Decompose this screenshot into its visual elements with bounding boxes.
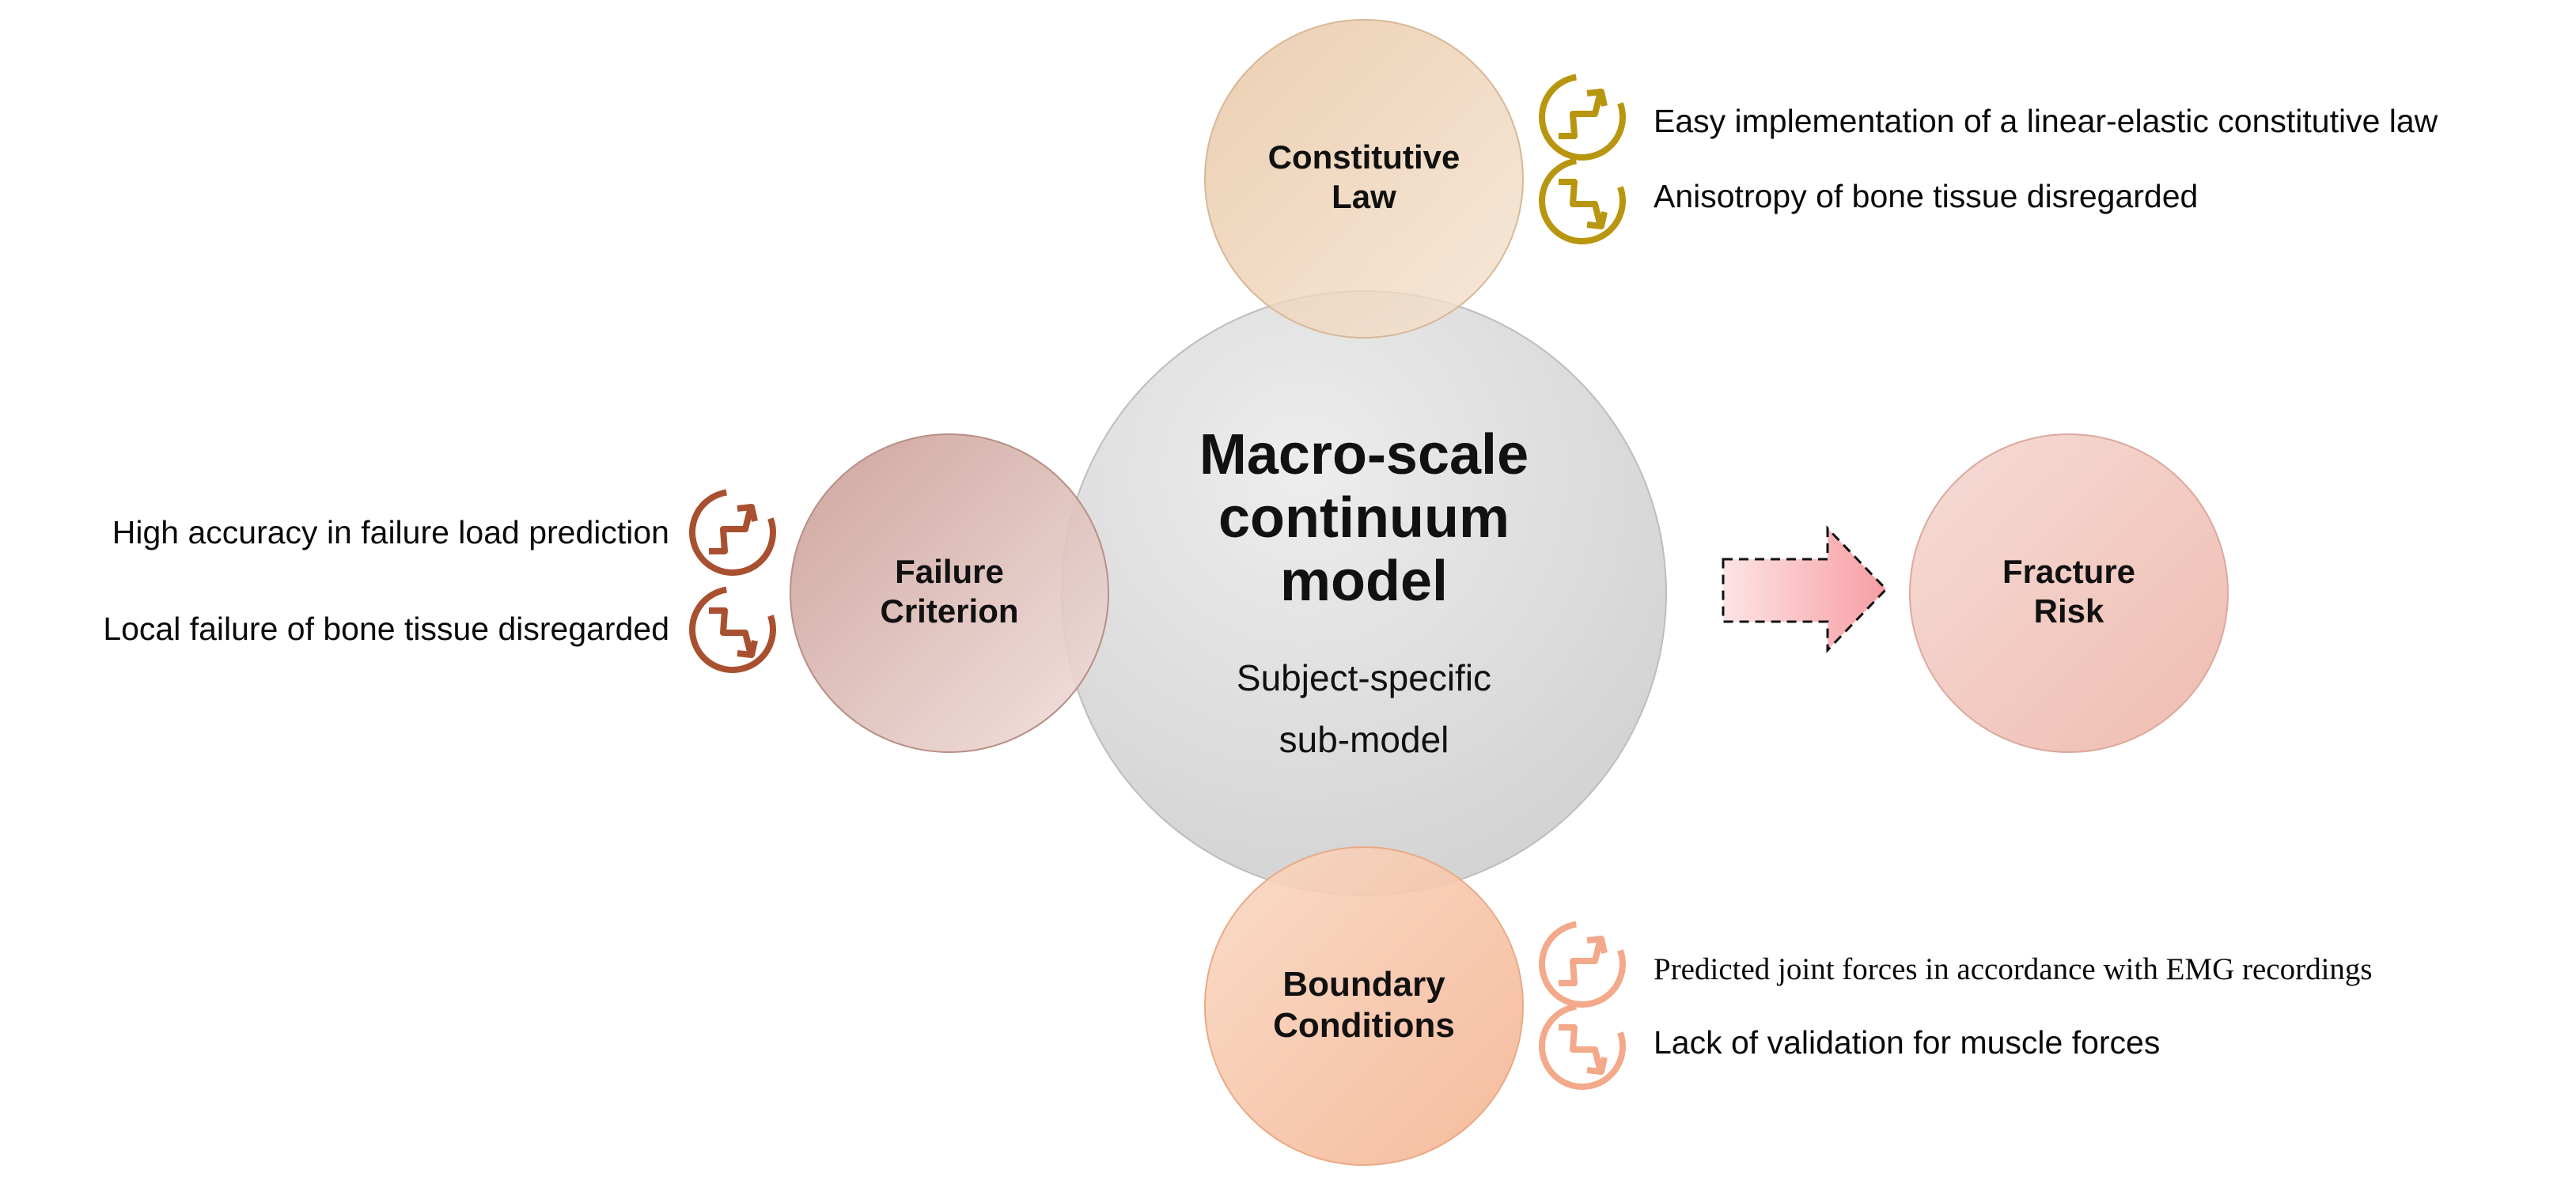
- boundary-conditions-line: Boundary: [1282, 965, 1445, 1004]
- boundary-conditions-node: [1204, 846, 1524, 1166]
- center-title: Macro-scale continuum model: [1127, 423, 1601, 613]
- constitutive-law-line: Law: [1332, 178, 1396, 215]
- failure-criterion-label: Failure Criterion: [791, 552, 1108, 631]
- constitutive-con-text: Anisotropy of bone tissue disregarded: [1654, 178, 2199, 214]
- boundary-conditions-line: Conditions: [1273, 1006, 1455, 1045]
- trend-up-icon: [1539, 921, 1626, 1008]
- failure-criterion-line: Failure: [895, 553, 1004, 590]
- trend-down-icon: [689, 586, 776, 673]
- center-title-line: Macro-scale: [1199, 423, 1529, 486]
- center-subtitle-line: sub-model: [1279, 719, 1449, 760]
- arrow-to-fracture-risk: [1722, 525, 1888, 653]
- constitutive-law-node: [1204, 19, 1524, 339]
- fracture-risk-label: Fracture Risk: [1911, 552, 2227, 631]
- failure-criterion-line: Criterion: [880, 592, 1019, 630]
- boundary-con-text: Lack of validation for muscle forces: [1654, 1024, 2161, 1061]
- center-subtitle-line: Subject-specific: [1236, 657, 1492, 698]
- constitutive-law-line: Constitutive: [1267, 138, 1460, 176]
- trend-up-icon: [689, 489, 776, 576]
- center-title-line: continuum: [1218, 486, 1510, 550]
- center-title-line: model: [1279, 550, 1449, 613]
- center-subtitle: Subject-specific sub-model: [1127, 647, 1601, 770]
- constitutive-pro-text: Easy implementation of a linear-elastic …: [1654, 103, 2438, 139]
- fracture-risk-node: [1909, 433, 2229, 753]
- boundary-conditions-label: Boundary Conditions: [1206, 964, 1522, 1046]
- failure-pro-text: High accuracy in failure load prediction: [112, 514, 669, 550]
- failure-con-text: Local failure of bone tissue disregarded: [103, 611, 669, 647]
- boundary-pro-text: Predicted joint forces in accordance wit…: [1654, 952, 2373, 986]
- trend-up-icon: [1539, 74, 1626, 161]
- trend-down-icon: [1539, 157, 1626, 244]
- fracture-risk-line: Risk: [2033, 592, 2104, 630]
- failure-criterion-node: [790, 433, 1109, 753]
- fracture-risk-line: Fracture: [2002, 553, 2136, 590]
- constitutive-law-label: Constitutive Law: [1206, 138, 1522, 217]
- trend-down-icon: [1539, 1003, 1626, 1090]
